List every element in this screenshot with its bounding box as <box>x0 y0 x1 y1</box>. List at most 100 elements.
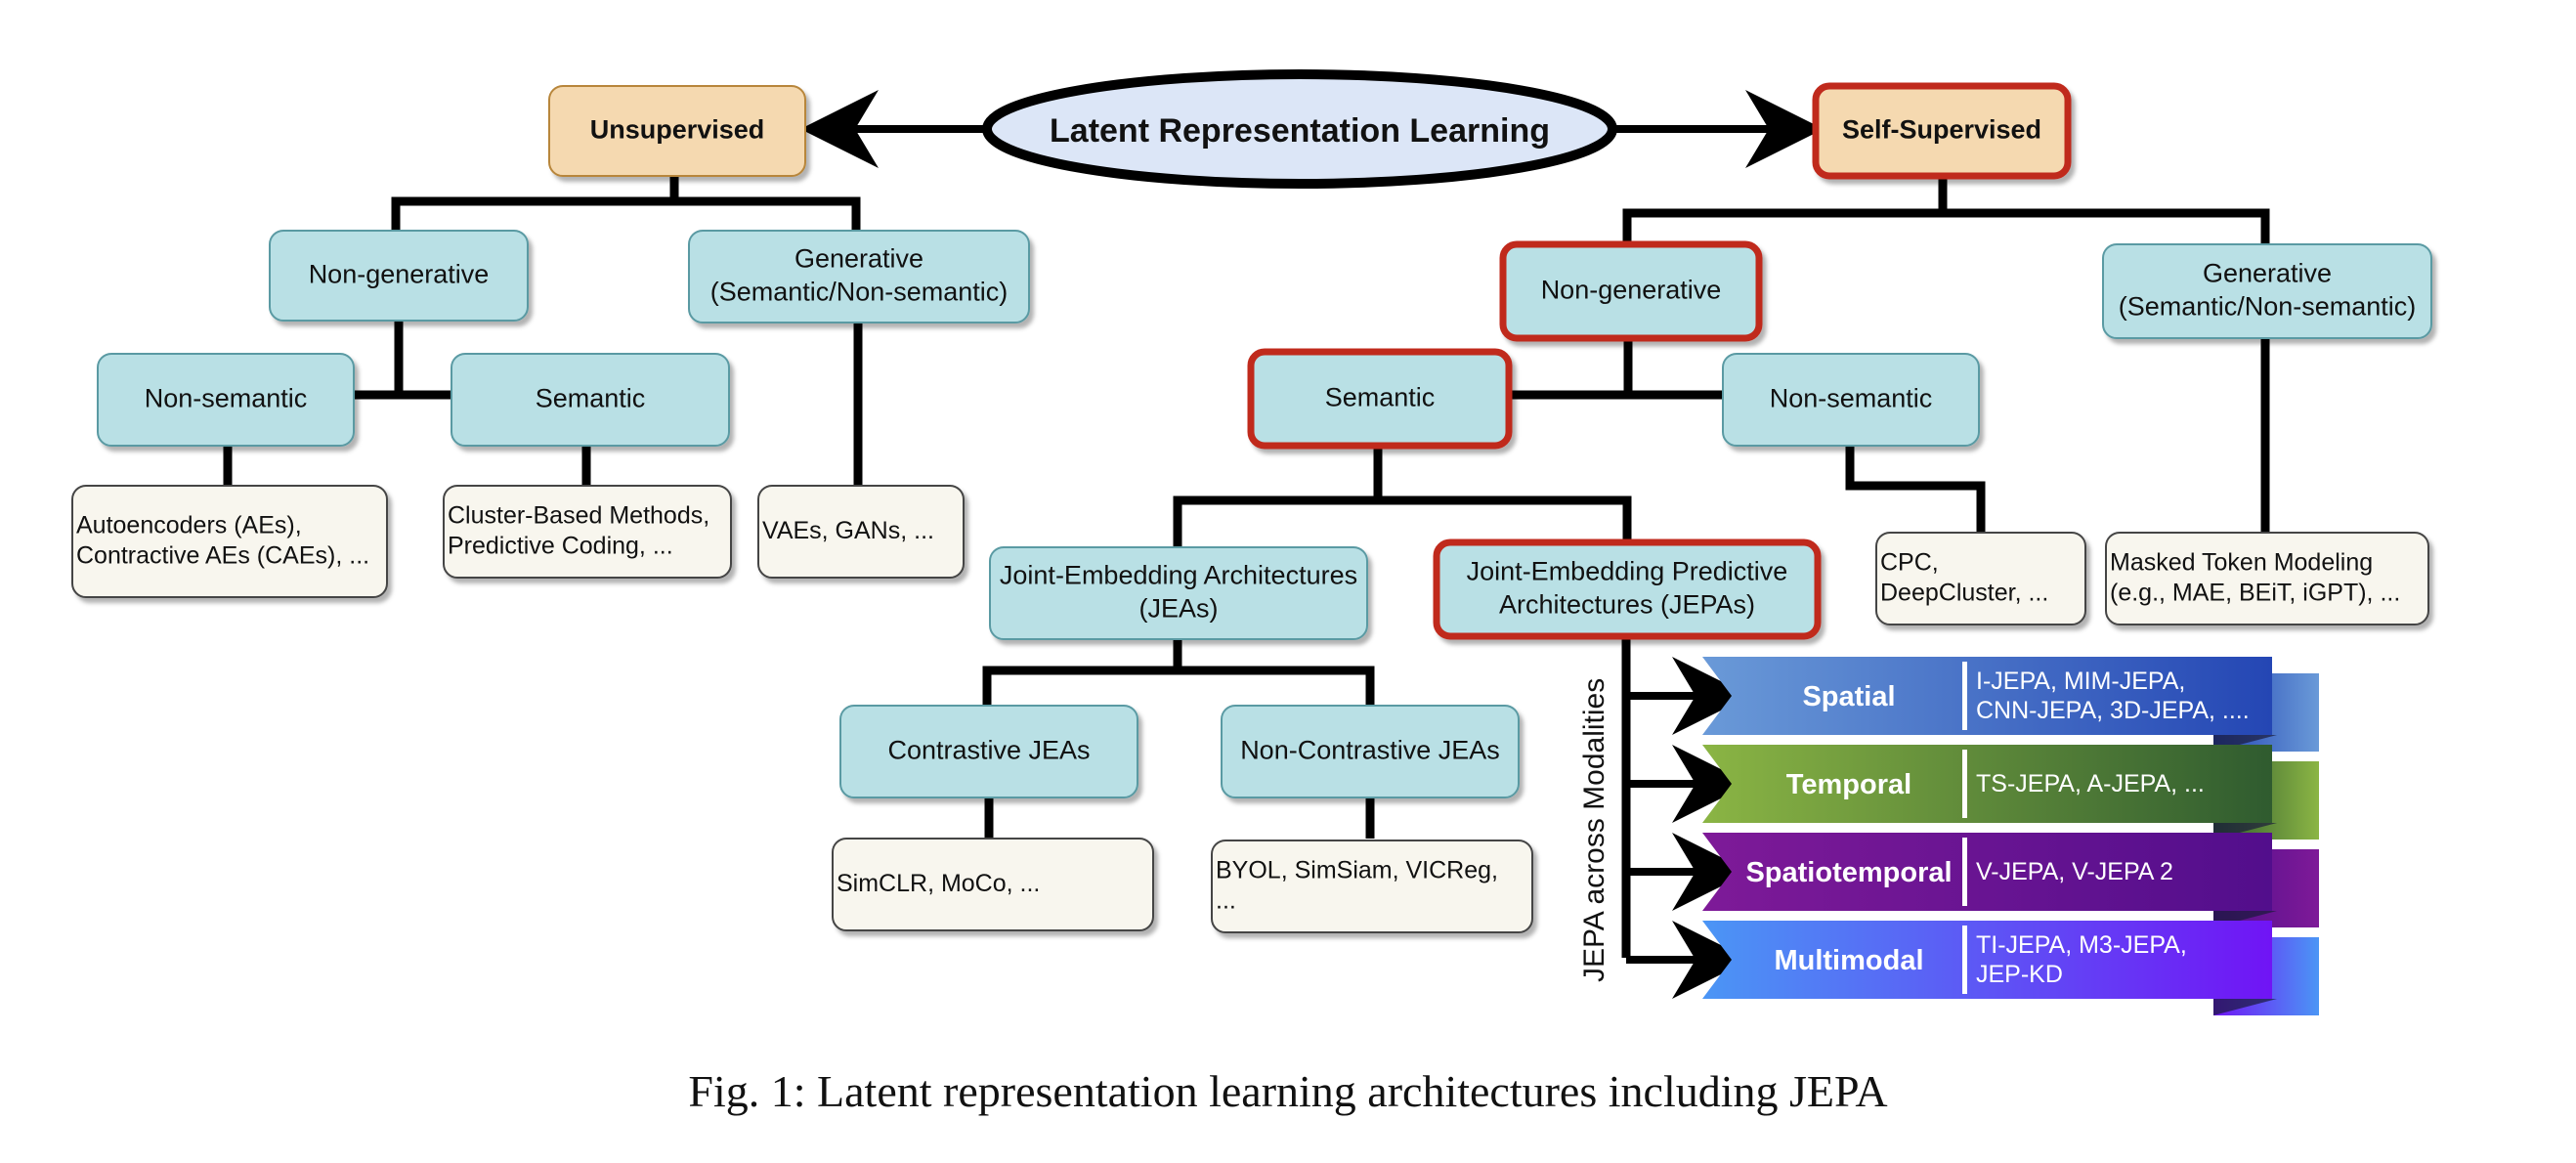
ssl-generative-examples: Masked Token Modeling(e.g., MAE, BEiT, i… <box>2105 532 2429 625</box>
root-label: Latent Representation Learning <box>1050 112 1550 150</box>
ssl-generative-examples-text: (e.g., MAE, BEiT, iGPT), ... <box>2110 580 2400 607</box>
jepa-node: Joint-Embedding PredictiveArchitectures … <box>1433 538 1822 640</box>
ssl-semantic-node-text: Semantic <box>1325 382 1436 411</box>
jea-node-text: Joint-Embedding Architectures <box>1000 561 1357 590</box>
jepa-node-text: Joint-Embedding Predictive <box>1467 557 1788 586</box>
unsup-nonsemantic-examples: Autoencoders (AEs), Contractive AEs (CAEs… <box>71 485 388 598</box>
unsup-nongenerative-node-text: Non-generative <box>309 259 490 288</box>
unsup-nonsemantic-examples-text: Contractive AEs (CAEs), ... <box>76 542 369 570</box>
connector-ssl-nonsem-leaf <box>1845 445 1986 533</box>
unsup-generative-examples-box <box>757 485 965 579</box>
contrastive-jea-node-text: Contrastive JEAs <box>887 735 1090 764</box>
contrastive-jea-node-box <box>839 705 1138 798</box>
ssl-generative-node-box <box>2102 243 2432 339</box>
unsup-generative-examples-text: VAEs, GANs, ... <box>762 517 934 544</box>
connector-jea-children <box>982 640 1375 706</box>
modality-arrows <box>1626 657 1750 999</box>
ribbon-banner <box>1702 745 2272 823</box>
unsup-generative-node-text: (Semantic/Non-semantic) <box>710 277 1009 306</box>
jepa-node-box <box>1433 538 1822 640</box>
unsup-generative-node-box <box>688 230 1030 323</box>
ssl-nonsemantic-examples: CPC, DeepCluster, ... <box>1875 532 2086 625</box>
ribbon-divider <box>1962 750 1967 818</box>
unsup-generative-examples: VAEs, GANs, ... <box>757 485 965 579</box>
modality-examples: I-JEPA, MIM-JEPA, <box>1976 668 2185 695</box>
noncontrastive-examples-box <box>1211 840 1533 933</box>
unsup-nonsemantic-examples-box <box>71 485 388 598</box>
unsup-semantic-node-box <box>451 353 730 447</box>
ssl-semantic-node-box <box>1247 348 1513 450</box>
modality-examples: TS-JEPA, A-JEPA, ... <box>1976 770 2205 797</box>
modality-name: Spatiotemporal <box>1745 857 1952 888</box>
unsup-nonsemantic-node-box <box>97 353 355 447</box>
jea-node-box <box>989 546 1368 640</box>
ssl-nonsemantic-examples-text: CPC, <box>1880 548 1939 576</box>
ssl-nonsemantic-node: Non-semantic <box>1722 353 1980 447</box>
noncontrastive-jea-node: Non-Contrastive JEAs <box>1221 705 1520 798</box>
ssl-nongenerative-node-text: Non-generative <box>1541 275 1722 304</box>
ssl-generative-node-text: (Semantic/Non-semantic) <box>2119 291 2417 321</box>
noncontrastive-jea-node-box <box>1221 705 1520 798</box>
unsup-generative-node-text: Generative <box>794 244 923 274</box>
unsupervised-node: Unsupervised <box>548 85 806 177</box>
unsup-semantic-examples-text: Predictive Coding, ... <box>448 533 673 560</box>
ribbon-banner <box>1702 921 2272 999</box>
ribbon-banner <box>1702 833 2272 911</box>
unsup-semantic-examples-box <box>443 485 732 579</box>
modality-examples: CNN-JEPA, 3D-JEPA, .... <box>1976 697 2250 724</box>
selfsupervised-node-box <box>1812 82 2072 180</box>
ssl-generative-examples-box <box>2105 532 2429 625</box>
ribbon-banner <box>1702 657 2272 735</box>
selfsupervised-node-text: Self-Supervised <box>1842 114 2041 144</box>
unsup-semantic-node-text: Semantic <box>536 383 646 412</box>
ribbon-fold <box>2213 999 2277 1015</box>
ssl-generative-node: Generative (Semantic/Non-semantic) <box>2102 243 2432 339</box>
unsup-nonsemantic-node: Non-semantic <box>97 353 355 447</box>
unsupervised-node-text: Unsupervised <box>590 114 765 144</box>
modality-examples: V-JEPA, V-JEPA 2 <box>1976 858 2173 885</box>
figure-caption: Fig. 1: Latent representation learning a… <box>688 1066 1888 1116</box>
modality-ribbon-multimodal: Multimodal TI-JEPA, M3-JEPA,JEP-KD <box>1702 921 2319 1015</box>
contrastive-examples: SimCLR, MoCo, ... <box>832 838 1154 931</box>
unsup-semantic-examples-text: Cluster-Based Methods, <box>448 501 709 529</box>
contrastive-jea-node: Contrastive JEAs <box>839 705 1138 798</box>
ssl-nonsemantic-node-box <box>1722 353 1980 447</box>
ssl-nonsemantic-node-text: Non-semantic <box>1770 383 1933 412</box>
ribbon-divider <box>1962 662 1967 730</box>
jea-node-text: (JEAs) <box>1139 593 1219 623</box>
unsup-semantic-node: Semantic <box>451 353 730 447</box>
modality-name: Multimodal <box>1774 945 1923 976</box>
ssl-nonsemantic-examples-box <box>1875 532 2086 625</box>
jea-node: Joint-Embedding Architectures (JEAs) <box>989 546 1368 640</box>
unsup-nonsemantic-examples-text: Autoencoders (AEs), <box>76 511 302 538</box>
noncontrastive-jea-node-text: Non-Contrastive JEAs <box>1240 735 1500 764</box>
root-node: Latent Representation Learning <box>982 69 1617 189</box>
ssl-generative-node-text: Generative <box>2203 259 2332 288</box>
ribbon-divider <box>1962 838 1967 906</box>
unsup-nongenerative-node-box <box>269 230 529 322</box>
jepa-node-text: Architectures (JEPAs) <box>1499 589 1755 619</box>
unsupervised-node-box <box>548 85 806 177</box>
ssl-nonsemantic-examples-text: DeepCluster, ... <box>1880 580 2048 607</box>
contrastive-examples-text: SimCLR, MoCo, ... <box>837 870 1040 897</box>
connector-ssl-branches <box>1622 178 2270 246</box>
ssl-nongenerative-node: Non-generative <box>1499 240 1763 342</box>
modality-name: Temporal <box>1786 769 1911 800</box>
jepa-modalities-axis-label: JEPA across Modalities <box>1578 678 1610 982</box>
noncontrastive-examples: BYOL, SimSiam, VICReg,... <box>1211 840 1533 933</box>
modality-name: Spatial <box>1802 681 1895 712</box>
unsup-nongenerative-node: Non-generative <box>269 230 529 322</box>
noncontrastive-examples-text: BYOL, SimSiam, VICReg, <box>1216 856 1498 883</box>
unsup-semantic-examples: Cluster-Based Methods, Predictive Coding,… <box>443 485 732 579</box>
unsup-generative-node: Generative (Semantic/Non-semantic) <box>688 230 1030 323</box>
unsup-nonsemantic-node-text: Non-semantic <box>145 383 308 412</box>
connector-unsup-branches <box>391 176 861 235</box>
connector-ssl-sem-children <box>1173 445 1632 547</box>
modality-ribbon-spatial: Spatial I-JEPA, MIM-JEPA,CNN-JEPA, 3D-JEP… <box>1702 657 2319 752</box>
modality-examples: TI-JEPA, M3-JEPA, <box>1976 931 2187 959</box>
noncontrastive-examples-text: ... <box>1216 887 1236 915</box>
modality-ribbon-spatiotemporal: Spatiotemporal V-JEPA, V-JEPA 2 <box>1702 833 2319 927</box>
modality-examples: JEP-KD <box>1976 961 2063 988</box>
ssl-nongenerative-node-box <box>1499 240 1763 342</box>
